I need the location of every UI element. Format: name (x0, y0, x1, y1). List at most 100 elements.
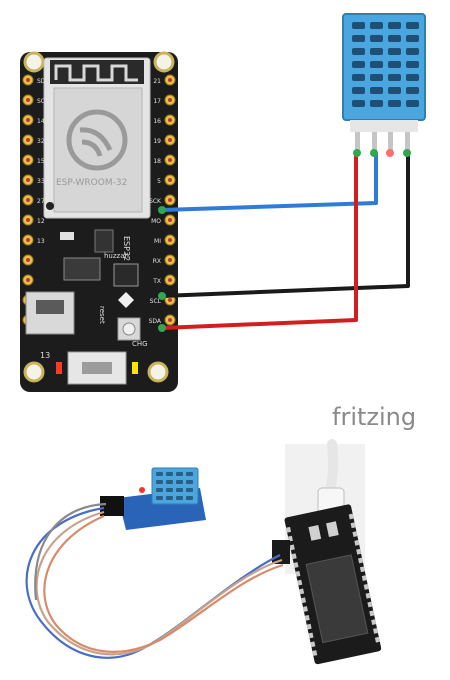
mount-hole-bottom-left (23, 361, 45, 383)
devkit-button (308, 525, 322, 541)
power-chip (63, 257, 101, 281)
header-pin-hole (26, 258, 30, 262)
devkit-pin (358, 557, 364, 564)
header-pin-hole (26, 218, 30, 222)
grille-slot (166, 472, 173, 476)
grille-slot (186, 480, 193, 484)
grille-slot (352, 100, 365, 107)
leg-end-gnd (403, 149, 411, 157)
grille-slot (352, 61, 365, 68)
header-pin-hole (168, 298, 172, 302)
grille-slot (176, 488, 183, 492)
devkit-pin (369, 610, 375, 617)
pin-label: 21 (153, 78, 161, 85)
grille-slot (370, 22, 383, 29)
header-pin-hole (26, 138, 30, 142)
grille-slot (406, 22, 419, 29)
battery-connector-socket (36, 300, 64, 314)
grille-slot (352, 74, 365, 81)
header-pin-hole (26, 198, 30, 202)
red-led (56, 362, 62, 374)
devkit-pin (350, 522, 356, 529)
pin-label: 5 (157, 178, 161, 185)
leg-end-nc (386, 149, 394, 157)
devkit-pin (356, 548, 362, 555)
grille-slot (156, 480, 163, 484)
board-side-label: ESP32 (122, 236, 131, 261)
header-pin-hole (26, 98, 30, 102)
pin-label: 18 (153, 158, 161, 165)
wire-end-power (158, 324, 166, 332)
grille-slot (352, 87, 365, 94)
header-pin-hole (168, 178, 172, 182)
grille-slot (406, 35, 419, 42)
header-pin-hole (26, 78, 30, 82)
grille-slot (370, 74, 383, 81)
header-pin-hole (168, 218, 172, 222)
sensor-leg-vcc (355, 132, 360, 152)
photo-wire-grey (34, 502, 107, 601)
devkit-pin (312, 650, 318, 656)
grille-slot (352, 35, 365, 42)
mount-hole-bottom-right (147, 361, 169, 383)
header-pin-hole (168, 278, 172, 282)
pin-label: 17 (153, 98, 161, 105)
pin-label: SDA (37, 78, 50, 85)
module-led (139, 487, 145, 493)
devkit-module (305, 554, 369, 644)
usb-serial-chip (113, 263, 139, 287)
sensor-leg-nc (388, 132, 393, 152)
pin-label: 33 (37, 178, 45, 185)
grille-slot (166, 480, 173, 484)
devkit-pin (348, 513, 354, 520)
grille-slot (388, 48, 401, 55)
mount-hole-top-left (23, 51, 45, 73)
pin-label: 16 (153, 118, 161, 125)
dht11-sensor (342, 13, 426, 152)
module-dot (46, 202, 54, 210)
grille-slot (406, 74, 419, 81)
micro-usb-opening (82, 362, 112, 374)
header-pin-hole (168, 78, 172, 82)
header-pin-hole (168, 238, 172, 242)
devkit-pin (286, 526, 292, 533)
devkit-pin (359, 566, 365, 573)
wires (161, 153, 410, 330)
devkit-pin (293, 562, 299, 568)
module-dupont-connector (100, 496, 124, 516)
grille-slot (352, 22, 365, 29)
header-pin-hole (26, 118, 30, 122)
grille-slot (388, 22, 401, 29)
pin-label: SCL (150, 298, 162, 305)
grille-slot (388, 61, 401, 68)
devkit-pin (301, 597, 307, 604)
board-logo-text: huzzah (104, 252, 129, 260)
header-pin-hole (168, 198, 172, 202)
leg-end-data (370, 149, 378, 157)
power-wire (161, 153, 358, 330)
devkit-pin (297, 579, 303, 586)
grille-slot (406, 61, 419, 68)
pin-label: RX (153, 258, 161, 265)
header-pin-hole (168, 158, 172, 162)
photo-wire-orange (43, 514, 284, 653)
header-pin-hole (168, 138, 172, 142)
devkit-pins (286, 513, 380, 656)
wire-end-ground (158, 292, 166, 300)
grille-slot (156, 472, 163, 476)
devkit-pin (371, 619, 377, 625)
reset-label: reset (98, 306, 106, 324)
pin-label: 14 (37, 118, 45, 125)
grille-slot (156, 488, 163, 492)
module-label: ESP-WROOM-32 (56, 178, 127, 188)
smd-part (60, 232, 74, 240)
grille-slot (370, 48, 383, 55)
grille-slot (186, 488, 193, 492)
devkit-pin (367, 601, 373, 608)
wire-end-signal (158, 206, 166, 214)
grille-slot (370, 87, 383, 94)
sensor-leg-gnd (405, 132, 410, 152)
